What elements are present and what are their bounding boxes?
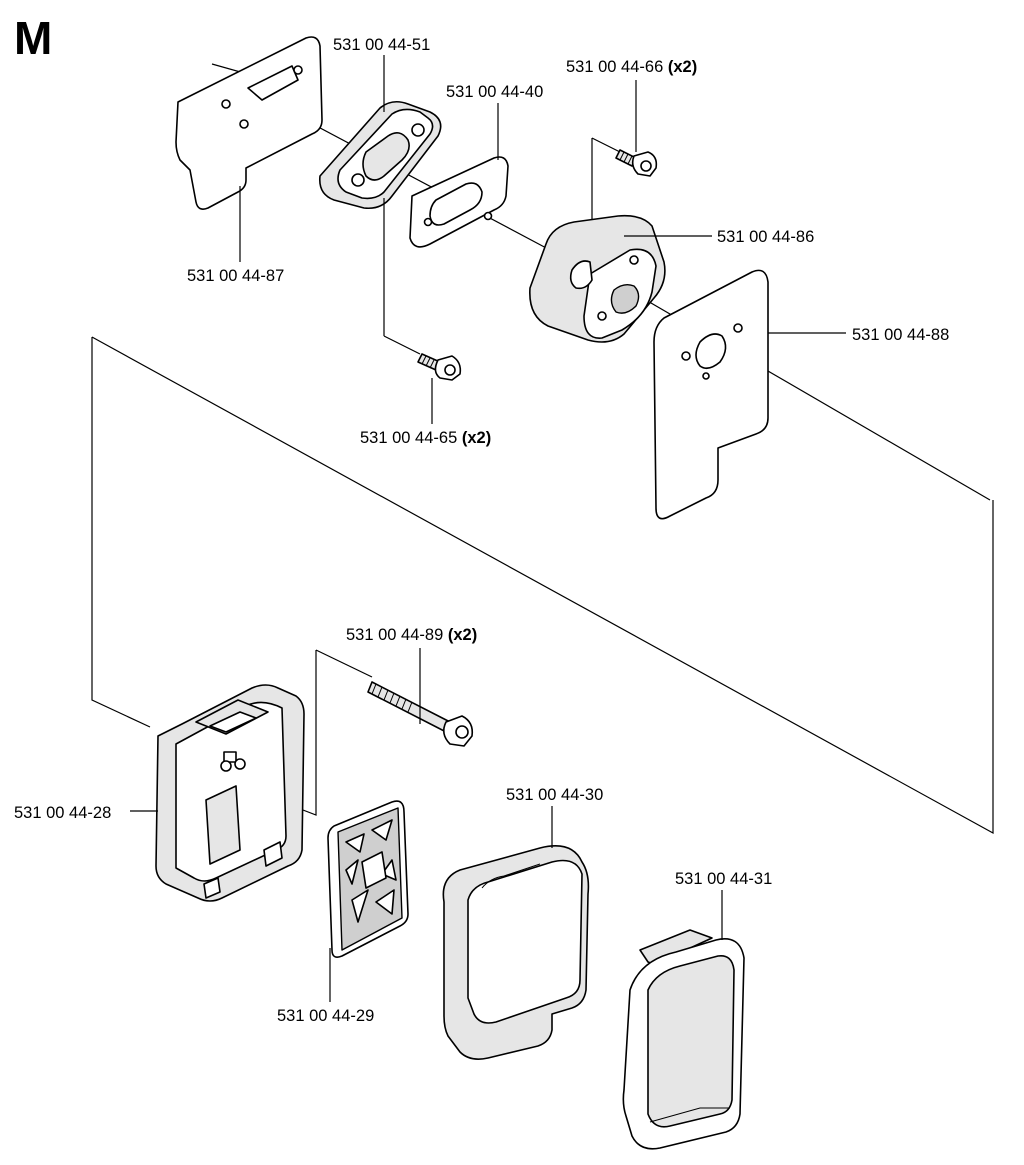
cover-31 <box>622 929 745 1150</box>
flange-51 <box>318 100 442 210</box>
housing-28 <box>155 684 305 902</box>
part-label-40: 531 00 44-40 <box>446 83 543 101</box>
part-label-30: 531 00 44-30 <box>506 786 603 804</box>
part-label-88: 531 00 44-88 <box>852 326 949 344</box>
part-label-31: 531 00 44-31 <box>675 870 772 888</box>
gasket-87 <box>175 36 323 210</box>
screw-65 <box>417 353 462 381</box>
filter-grid-29 <box>327 800 409 958</box>
gasket-40 <box>409 156 509 248</box>
filter-30 <box>442 845 590 1060</box>
part-label-65: 531 00 44-65 (x2) <box>360 429 491 447</box>
screw-66 <box>615 149 658 177</box>
part-label-86: 531 00 44-86 <box>717 228 814 246</box>
part-label-51: 531 00 44-51 <box>333 36 430 54</box>
part-label-66: 531 00 44-66 (x2) <box>566 58 697 76</box>
part-label-87: 531 00 44-87 <box>187 267 284 285</box>
section-letter: M <box>14 12 52 64</box>
spacer-86 <box>529 214 666 343</box>
screw-89 <box>367 681 474 747</box>
part-label-29: 531 00 44-29 <box>277 1007 374 1025</box>
gasket-88 <box>653 269 769 520</box>
part-label-28: 531 00 44-28 <box>14 804 111 822</box>
part-label-89: 531 00 44-89 (x2) <box>346 626 477 644</box>
leader-lines <box>130 55 846 1002</box>
